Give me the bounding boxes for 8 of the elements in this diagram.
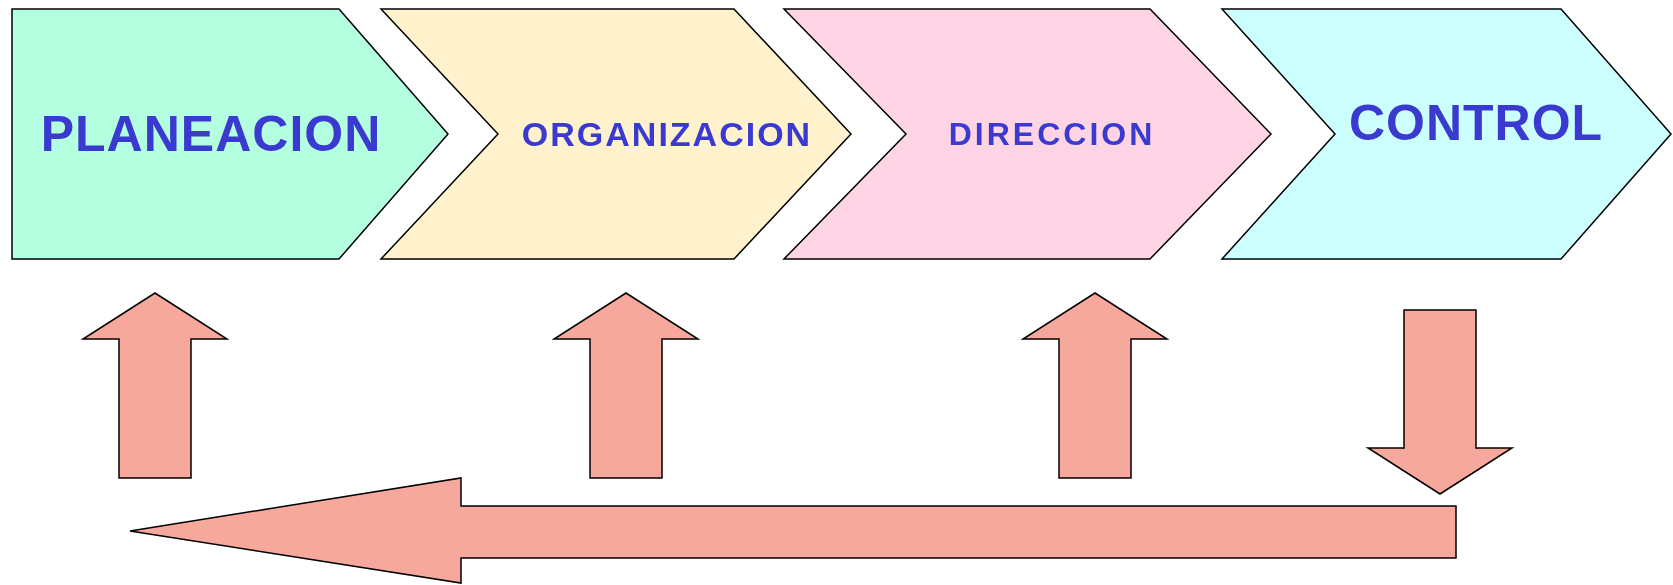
block-arrow xyxy=(551,292,701,479)
block-arrow xyxy=(1365,309,1515,495)
stage-label: ORGANIZACION xyxy=(521,114,813,154)
stage-label: PLANEACION xyxy=(40,105,382,163)
block-arrow xyxy=(80,292,230,479)
stage-label: DIRECCION xyxy=(948,115,1156,153)
stage-label: CONTROL xyxy=(1348,94,1604,152)
block-arrow xyxy=(1020,292,1170,479)
